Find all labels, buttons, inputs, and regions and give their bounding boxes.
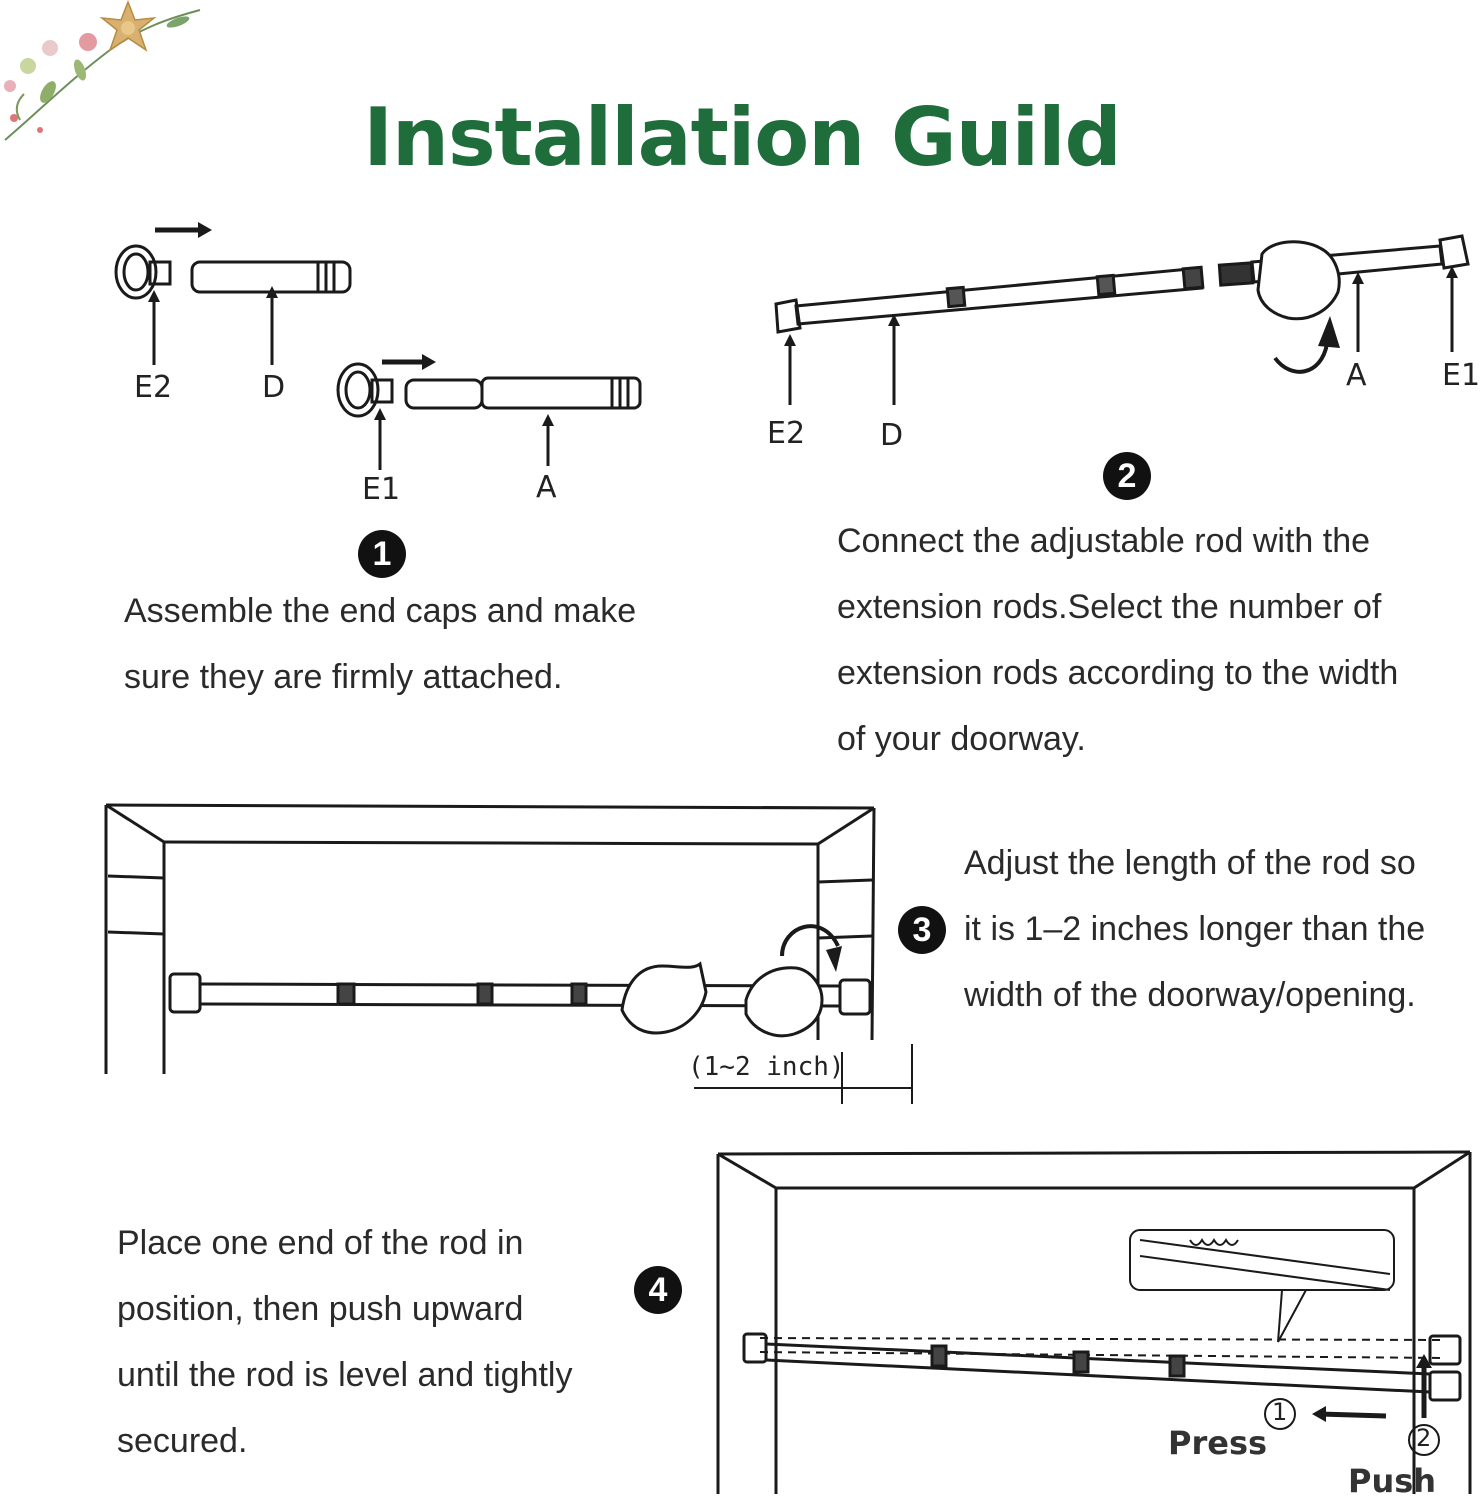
step-4-text: Place one end of the rod in position, th…	[117, 1210, 637, 1474]
floral-bow-icon	[4, 0, 201, 141]
step-1-text: Assemble the end caps and make sure they…	[124, 578, 764, 710]
label-a: A	[536, 470, 557, 505]
label-a: A	[1346, 358, 1367, 393]
step-2-line: extension rods according to the width	[837, 654, 1399, 692]
step-3-line: width of the doorway/opening.	[964, 976, 1416, 1014]
press-label: Press	[1168, 1424, 1268, 1462]
step-3-text: Adjust the length of the rod so it is 1–…	[964, 830, 1479, 1028]
push-number: 2	[1416, 1424, 1432, 1452]
step-badge-4: 4	[634, 1266, 682, 1314]
label-e2: E2	[134, 370, 173, 405]
step-1-line: Assemble the end caps and make	[124, 592, 637, 630]
step-4-line: Place one end of the rod in	[117, 1224, 524, 1262]
label-e2: E2	[767, 416, 806, 451]
step-2-line: extension rods.Select the number of	[837, 588, 1382, 626]
step-2-text: Connect the adjustable rod with the exte…	[837, 508, 1477, 772]
step-2-line: Connect the adjustable rod with the	[837, 522, 1371, 560]
label-e1: E1	[362, 472, 401, 507]
step-4-line: position, then push upward	[117, 1290, 524, 1328]
step-4-line: until the rod is level and tightly	[117, 1356, 573, 1394]
step-1-line: sure they are firmly attached.	[124, 658, 563, 696]
step-3-line: it is 1–2 inches longer than the	[964, 910, 1426, 948]
label-d: D	[262, 370, 286, 405]
page-title: Installation Guild	[363, 91, 1122, 184]
gap-dimension-label: (1~2 inch)	[688, 1052, 845, 1082]
label-d: D	[880, 418, 904, 453]
push-label: Push	[1348, 1462, 1437, 1500]
label-e1: E1	[1442, 358, 1481, 393]
step-badge-1: 1	[358, 530, 406, 578]
press-number: 1	[1272, 1398, 1288, 1426]
step-badge-3: 3	[898, 906, 946, 954]
step-badge-2: 2	[1103, 452, 1151, 500]
step-4-line: secured.	[117, 1422, 248, 1460]
step-3-line: Adjust the length of the rod so	[964, 844, 1416, 882]
step-2-line: of your doorway.	[837, 720, 1086, 758]
